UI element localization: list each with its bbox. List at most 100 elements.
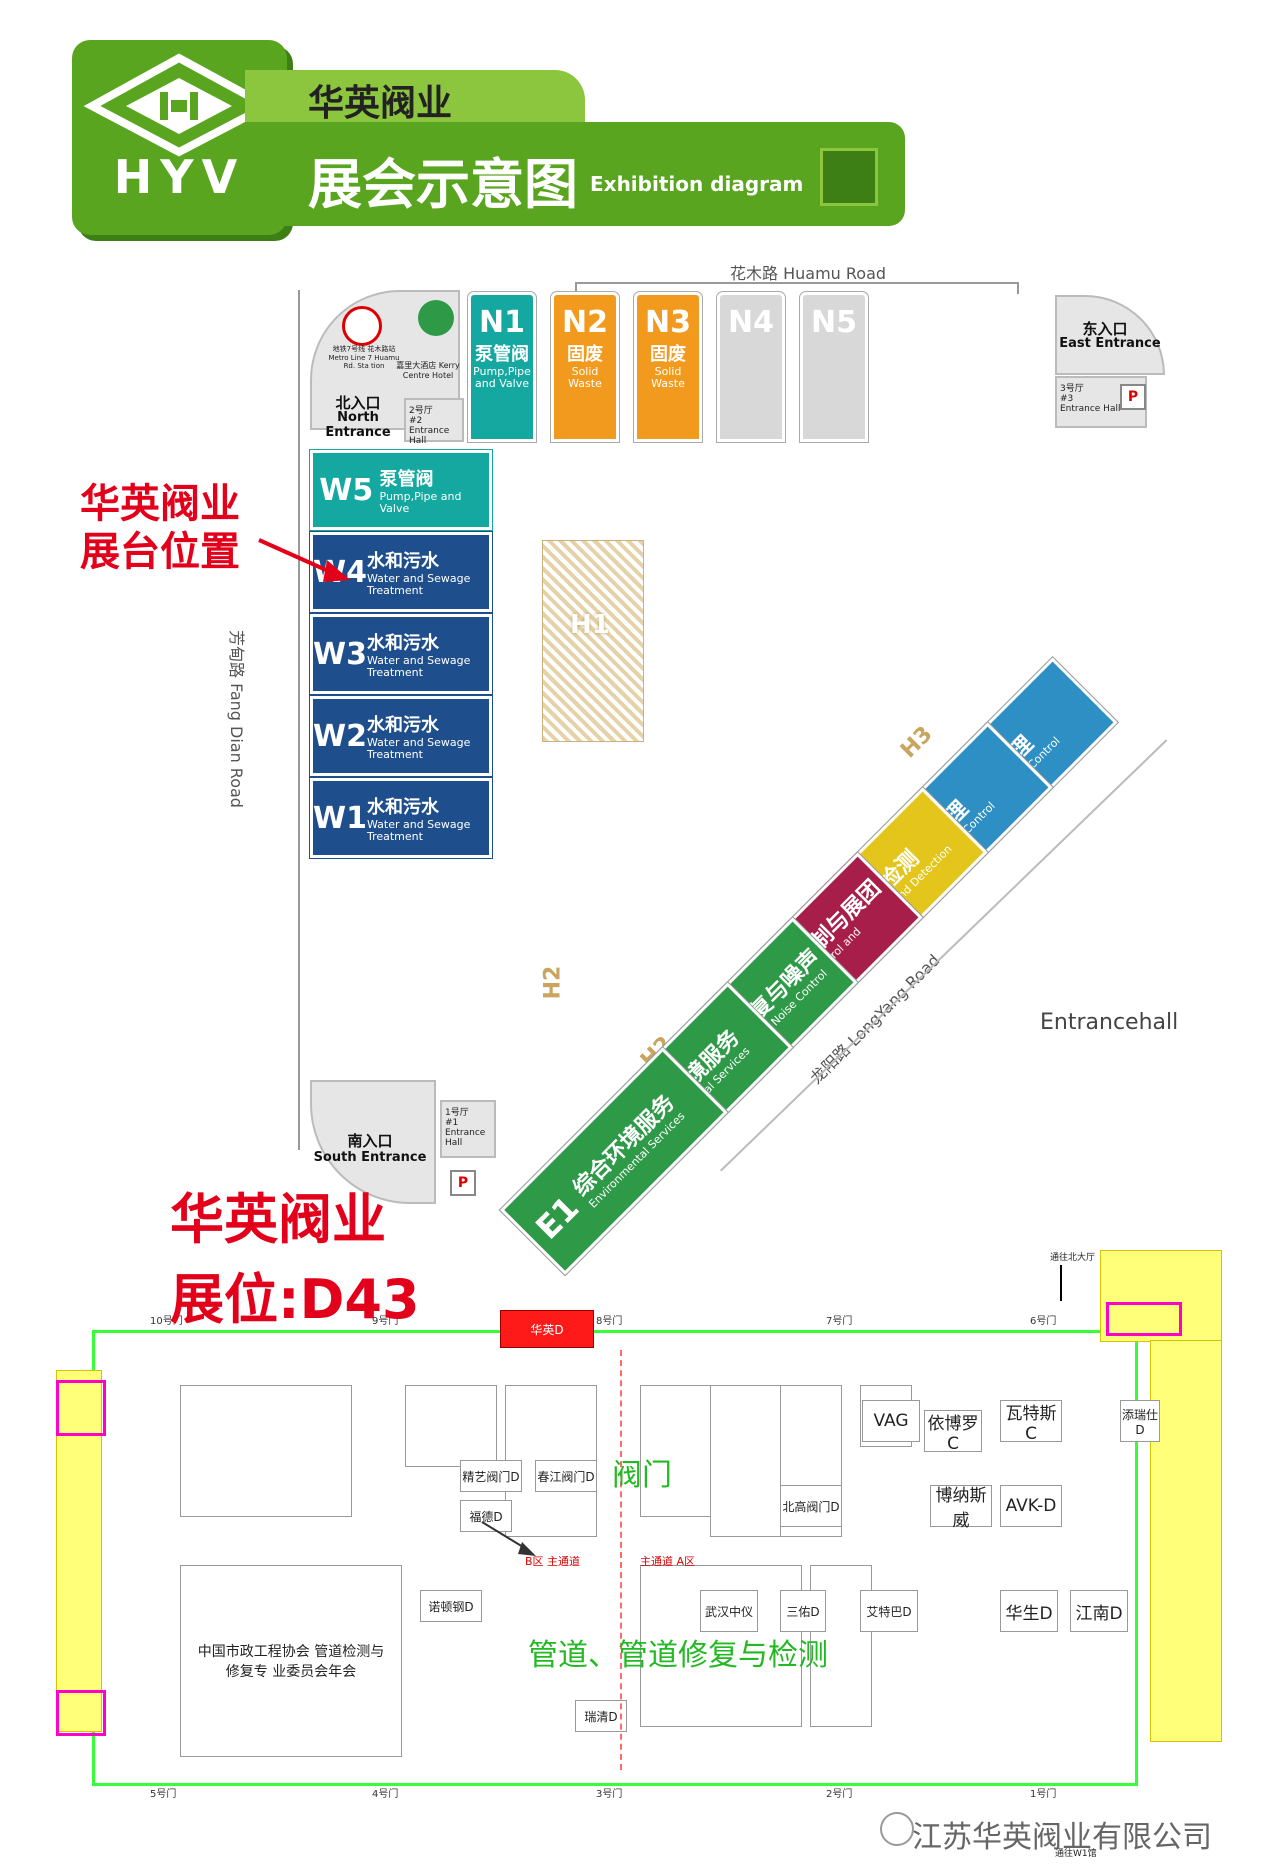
hall-en: Water and Sewage Treatment xyxy=(366,572,471,597)
named-booth[interactable]: 江南D xyxy=(1070,1590,1128,1632)
hall-zh: 水和污水 xyxy=(366,633,439,654)
named-booth[interactable]: AVK-D xyxy=(1000,1485,1062,1527)
hall-zh: 泵管阀 xyxy=(379,469,434,490)
hall-zh: 水和污水 xyxy=(366,797,439,818)
hall-n4[interactable]: N4 xyxy=(717,292,785,442)
named-booth[interactable]: 瑞清D xyxy=(575,1700,627,1732)
west-service-block xyxy=(56,1370,102,1732)
south-exit-label: 通往W1馆 xyxy=(1055,1849,1097,1859)
hotel-label: 嘉里大酒店 Kerry Centre Hotel xyxy=(396,361,460,380)
booth-overlay-line2: 展位:D43 xyxy=(170,1268,420,1331)
gate-bottom[interactable]: 5号门 xyxy=(150,1789,177,1800)
zone-pipe-label: 管道、管道修复与检测 xyxy=(528,1638,828,1673)
hall-code: W1 xyxy=(313,800,367,836)
banner-top-strip xyxy=(245,70,585,122)
named-booth[interactable]: 春江阀门D xyxy=(535,1460,597,1492)
footer-company: 江苏华英阀业有限公司 xyxy=(912,1820,1212,1855)
road-west: 芳甸路 Fang Dian Road xyxy=(227,630,246,808)
hall-code: N1 xyxy=(479,305,525,340)
hall-zh: 固废 xyxy=(567,344,603,365)
north-exit-arrow-icon xyxy=(1060,1265,1062,1301)
gate-top[interactable]: 8号门 xyxy=(596,1316,623,1327)
gate-bottom[interactable]: 4号门 xyxy=(372,1789,399,1800)
road-west-line xyxy=(298,290,300,1150)
parking-south-icon: P xyxy=(450,1170,476,1196)
west-pink-room-bottom xyxy=(56,1690,106,1736)
north-exit-label: 通往北大厅 xyxy=(1050,1253,1096,1263)
entrancehall-block xyxy=(1100,1250,1222,1342)
booth-block xyxy=(180,1385,352,1517)
logo-text: HYV xyxy=(113,150,246,204)
named-booth[interactable]: 依博罗C xyxy=(924,1410,982,1454)
named-booth[interactable]: 瓦特斯C xyxy=(1000,1400,1062,1444)
metro-icon xyxy=(342,306,382,346)
gate-bottom[interactable]: 2号门 xyxy=(826,1789,853,1800)
named-booth[interactable]: VAG xyxy=(862,1400,920,1442)
gate-bottom[interactable]: 3号门 xyxy=(596,1789,623,1800)
south-entrance-en: South Entrance xyxy=(313,1150,427,1165)
entrance-hall-1-code: #1 xyxy=(445,1118,459,1128)
d43-booth[interactable]: 华英D xyxy=(500,1310,594,1348)
named-booth[interactable]: 博纳斯威 xyxy=(930,1485,992,1531)
gate-top[interactable]: 9号门 xyxy=(372,1316,399,1327)
entrance-hall-2-zh: 2号厅 xyxy=(409,406,433,416)
area-b-label: B区 主通道 xyxy=(525,1555,581,1568)
named-booth[interactable]: 精艺阀门D xyxy=(460,1460,522,1492)
gate-top[interactable]: 7号门 xyxy=(826,1316,853,1327)
site-map: 花木路 Huamu Road 芳甸路 Fang Dian Road 龙阳路 Lo… xyxy=(227,264,1220,1276)
hall-n5[interactable]: N5 xyxy=(800,292,868,442)
gate-top[interactable]: 10号门 xyxy=(150,1316,183,1327)
named-booth[interactable]: 艾特巴D xyxy=(860,1590,918,1632)
area-a-label: 主通道 A区 xyxy=(640,1555,696,1568)
named-booth[interactable]: 北高阀门D xyxy=(780,1485,842,1527)
company-name: 华英阀业 xyxy=(308,83,453,124)
hall-code: N3 xyxy=(645,305,691,340)
entrance-hall-3-en: Entrance Hall xyxy=(1060,404,1121,414)
booth-arrow-icon xyxy=(258,538,350,582)
north-entrance-zh: 北入口 xyxy=(335,394,381,412)
booth-marker-line1: 华英阀业 xyxy=(80,481,240,527)
gate-top[interactable]: 6号门 xyxy=(1030,1316,1057,1327)
east-entrance-en: East Entrance xyxy=(1059,336,1161,351)
hall-zh: 泵管阀 xyxy=(475,344,529,365)
metro-label: 地铁7号线 花木路站 Metro Line 7 Huamu Rd. Sta ti… xyxy=(328,345,400,370)
hall-code: W3 xyxy=(313,636,367,672)
hotel-icon xyxy=(418,300,454,336)
hall-h2-label-a: H2 xyxy=(540,965,566,1000)
named-booth[interactable]: 福德D xyxy=(460,1500,512,1532)
east-service-block xyxy=(1150,1340,1222,1742)
named-booth[interactable]: 添瑞仕D xyxy=(1120,1400,1160,1442)
road-north-line xyxy=(575,282,1019,294)
d43-arrow-icon xyxy=(481,1521,536,1556)
hall-code: N5 xyxy=(811,305,857,340)
gate-bottom[interactable]: 1号门 xyxy=(1030,1789,1057,1800)
hall-code: E1 xyxy=(528,1188,587,1247)
named-booth[interactable]: 武汉中仪 xyxy=(700,1590,758,1632)
north-entrance-en: North Entrance xyxy=(325,410,391,440)
entrance-hall-3-zh: 3号厅 xyxy=(1060,384,1084,394)
hall-w4[interactable]: W4水和污水Water and Sewage Treatment xyxy=(310,532,492,612)
hall-code: N2 xyxy=(562,305,608,340)
wechat-icon xyxy=(880,1812,914,1846)
road-north: 花木路 Huamu Road xyxy=(730,264,887,283)
hall-en: Water and Sewage Treatment xyxy=(366,818,471,843)
booth-block xyxy=(640,1385,712,1517)
named-booth[interactable]: 华生D xyxy=(1000,1590,1058,1632)
entrance-hall-1-en: Entrance Hall xyxy=(445,1128,486,1148)
meeting-room: 中国市政工程协会 管道检测与修复专 业委员会年会 xyxy=(180,1565,402,1757)
named-booth[interactable]: 诺顿钢D xyxy=(420,1590,482,1622)
named-booth[interactable]: 三佑D xyxy=(780,1590,826,1632)
